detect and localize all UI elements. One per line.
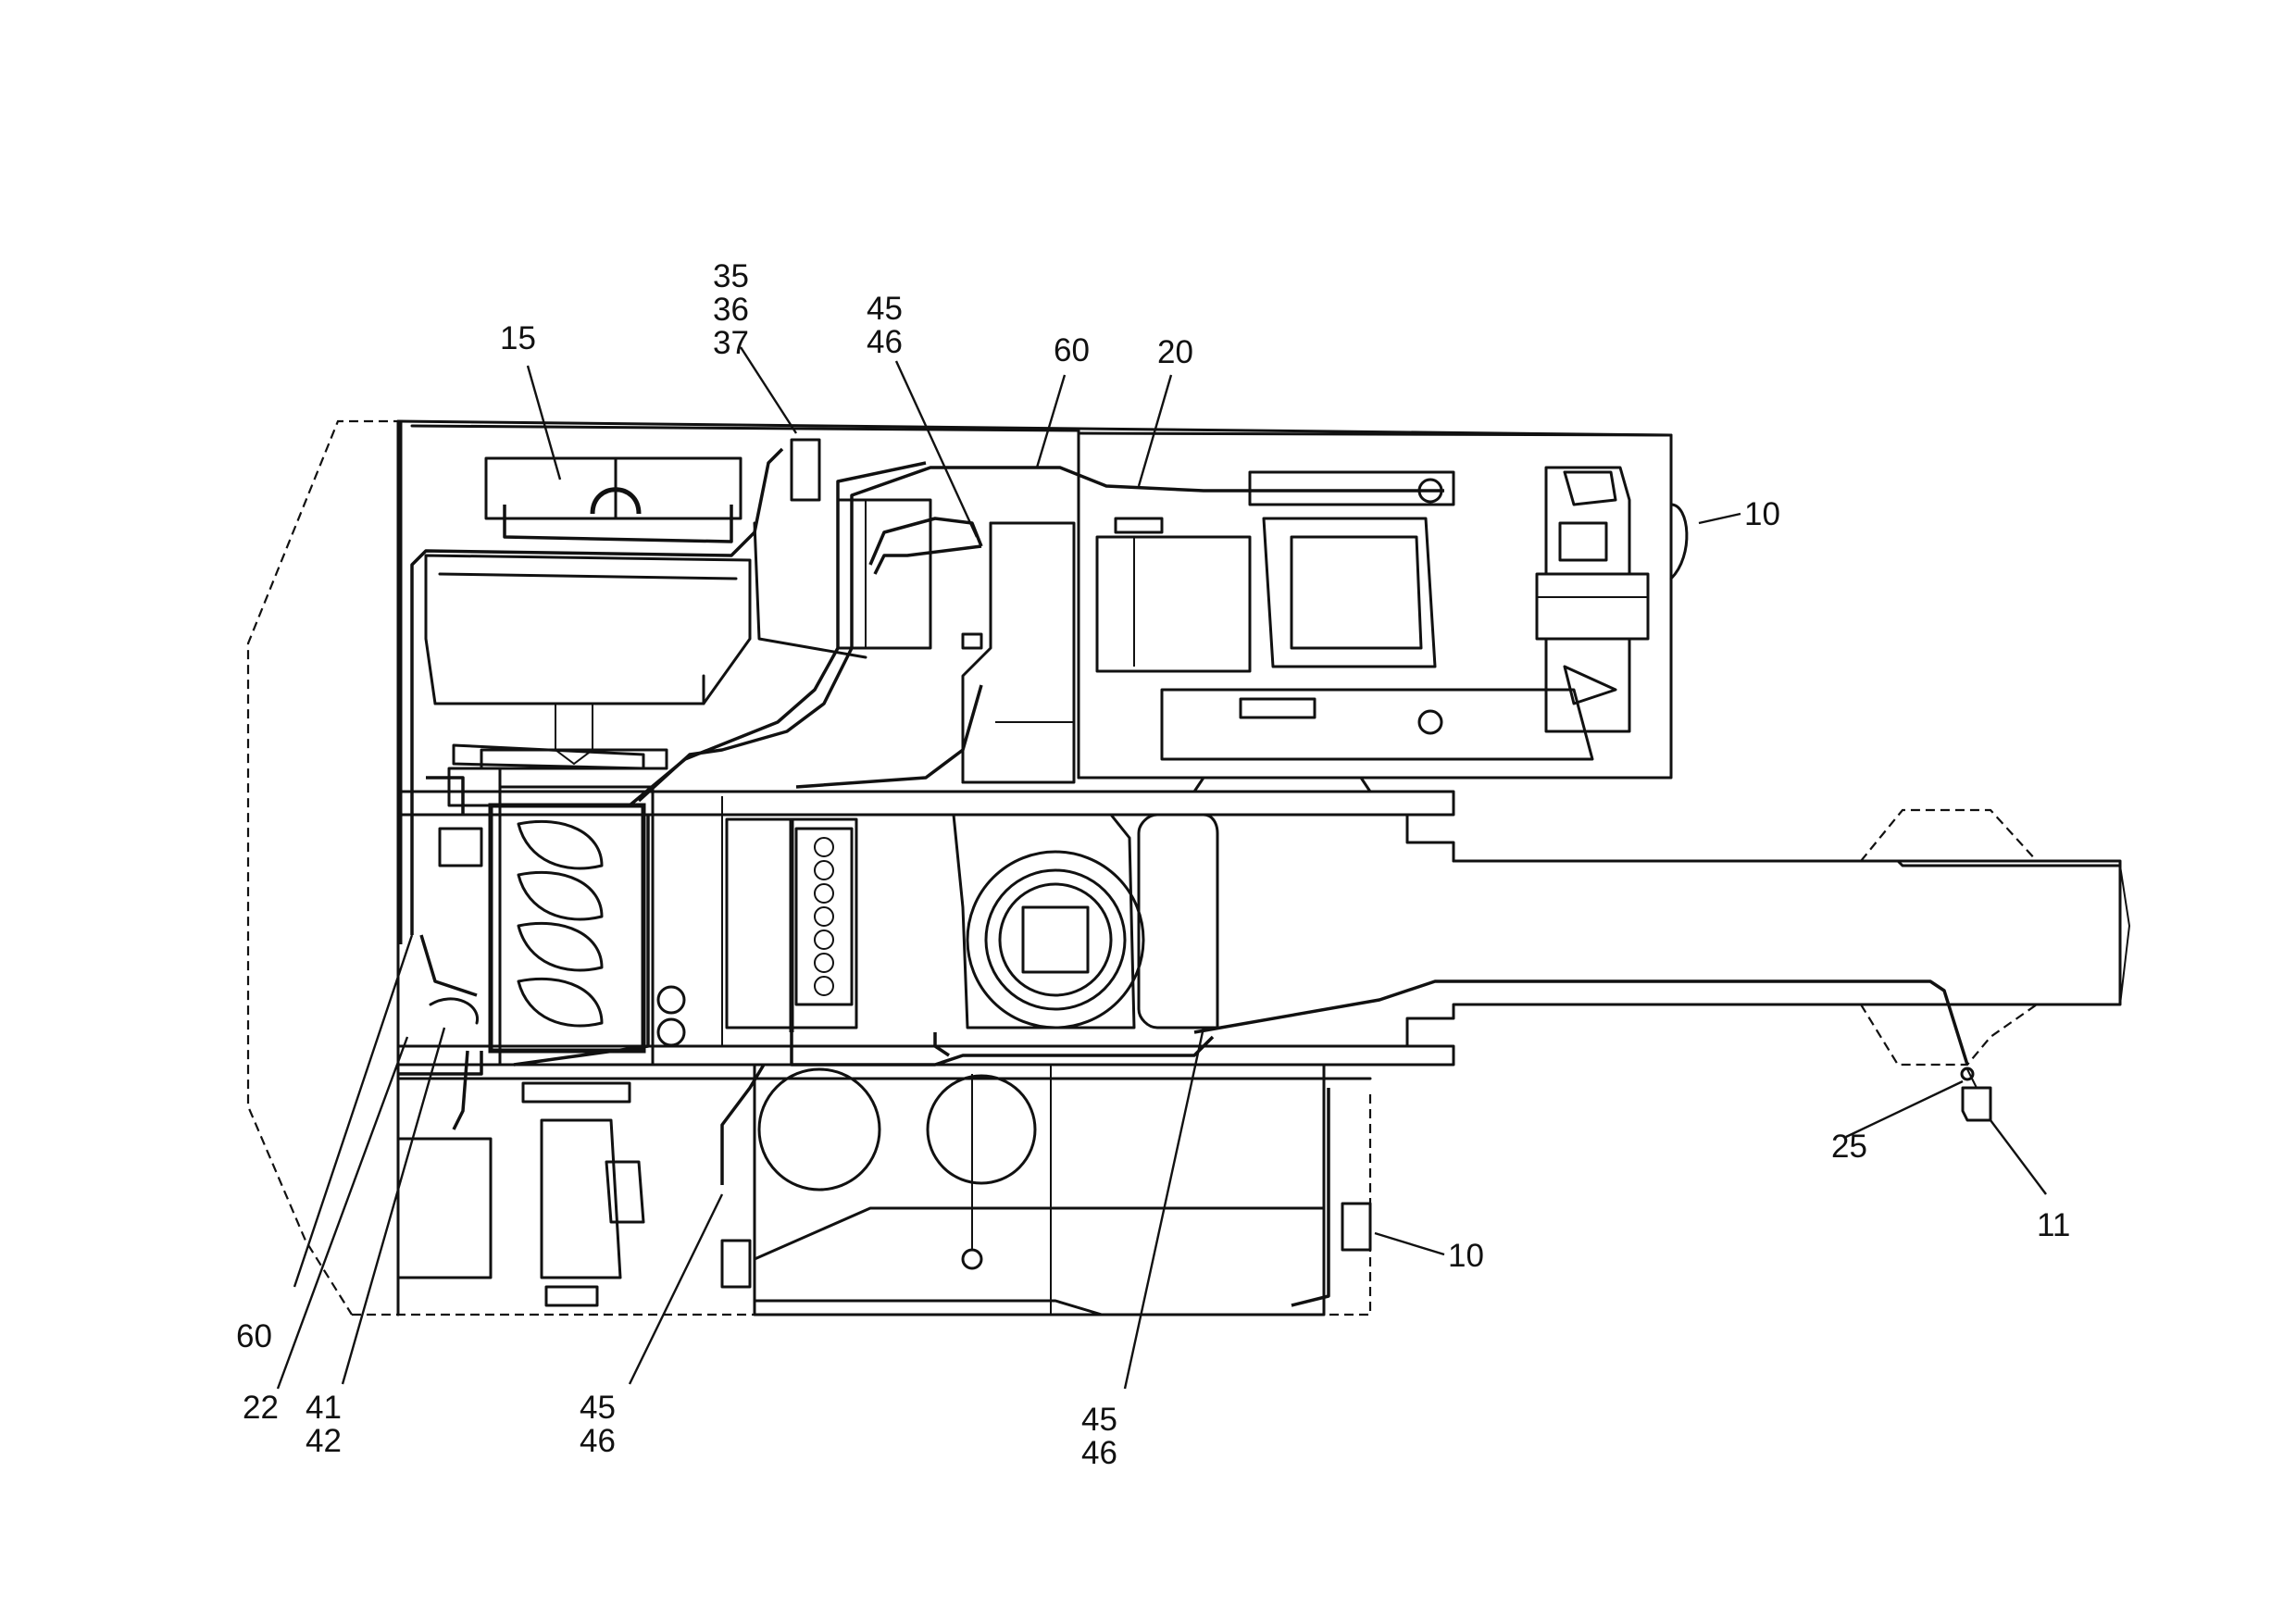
callout-22: 22 — [243, 1390, 279, 1426]
callout-15: 15 — [500, 320, 536, 356]
callout-20: 20 — [1157, 334, 1193, 370]
leader-lines — [276, 346, 2047, 1390]
callout-41: 41 — [306, 1390, 342, 1426]
turret-ring — [952, 813, 1219, 1029]
callout-45-top: 45 — [867, 291, 903, 327]
callout-46-top: 46 — [867, 324, 903, 360]
callout-60-top: 60 — [1054, 332, 1090, 368]
callout-42: 42 — [306, 1423, 342, 1459]
callout-10-bottom: 10 — [1448, 1238, 1484, 1274]
callout-46-mid: 46 — [580, 1423, 616, 1459]
lower-left-components — [396, 1081, 645, 1307]
callout-45-right: 45 — [1081, 1402, 1117, 1438]
callout-36: 36 — [713, 292, 749, 328]
center-mount — [961, 521, 1076, 784]
callout-45-mid: 45 — [580, 1390, 616, 1426]
item-25-11-component — [1960, 1067, 1992, 1122]
lower-tank — [720, 1063, 1372, 1316]
callout-labels: 15 35 36 37 45 46 60 20 10 25 11 10 45 4… — [236, 258, 2070, 1471]
callout-37: 37 — [713, 325, 749, 361]
callout-10-top: 10 — [1744, 496, 1780, 532]
callout-11: 11 — [2037, 1207, 2070, 1243]
item-15-component — [424, 456, 752, 770]
wiring-harness — [398, 447, 1444, 1307]
callout-60-left: 60 — [236, 1318, 272, 1354]
frame-structure — [396, 424, 2122, 1080]
tow-boom — [1193, 808, 2131, 1067]
item-20-component — [1095, 470, 1594, 793]
right-compartment — [1535, 466, 1689, 733]
item-35-37-component — [753, 438, 932, 659]
callout-25: 25 — [1831, 1129, 1867, 1165]
engine-block — [429, 748, 686, 1067]
callout-35: 35 — [713, 258, 749, 294]
callout-46-right: 46 — [1081, 1435, 1117, 1471]
